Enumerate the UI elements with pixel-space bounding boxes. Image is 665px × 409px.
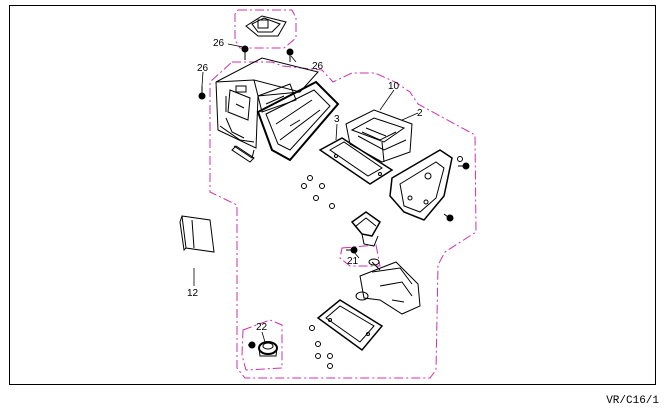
- callout-label: 22: [256, 322, 268, 333]
- callout-label: 3: [334, 114, 340, 125]
- nut-icon: [327, 353, 333, 359]
- callout-label: 10: [388, 81, 400, 92]
- side-cover-part: [256, 80, 340, 162]
- battery-box-part: [215, 57, 319, 163]
- nuts: [301, 156, 463, 369]
- fasteners: [198, 45, 470, 349]
- nut-icon: [307, 175, 313, 181]
- callout-label: 12: [187, 288, 199, 299]
- callout-label: 26: [312, 61, 324, 72]
- callout-label: 26: [213, 38, 225, 49]
- group-outlines: [209, 9, 477, 379]
- rubber-strap-part: [350, 211, 381, 247]
- bracket-plate-part: [389, 149, 453, 221]
- screw-icon: [241, 45, 249, 60]
- screw-icon: [286, 48, 294, 62]
- breather-duct-part: [355, 258, 421, 315]
- part-drawings: [179, 15, 453, 357]
- nut-icon: [329, 203, 335, 209]
- nut-icon: [315, 341, 321, 347]
- screw-icon: [443, 213, 454, 222]
- main-assembly-outline: [209, 61, 477, 379]
- top-gasket-outline: [234, 9, 297, 49]
- nut-icon: [309, 325, 315, 331]
- drawing-frame: [9, 5, 656, 385]
- tray-part: [345, 109, 413, 163]
- nut-icon: [301, 183, 307, 189]
- gasket-plate-part: [318, 137, 394, 185]
- nut-icon: [315, 353, 321, 359]
- screw-icon: [458, 162, 470, 170]
- leader-lines: [193, 43, 419, 343]
- cap-outline: [241, 319, 283, 371]
- mud-flap-part: [179, 215, 215, 253]
- top-rubber-piece: [245, 15, 287, 37]
- callout-label: 26: [197, 63, 209, 74]
- callout-labels: 26 26 26 10 2 3 12 21 22: [187, 38, 423, 333]
- screw-icon: [346, 246, 358, 254]
- callout-label: 2: [417, 108, 423, 119]
- callout-label: 21: [347, 256, 359, 267]
- screw-icon: [248, 341, 256, 349]
- filler-cap-part: [258, 341, 278, 357]
- nut-icon: [457, 156, 463, 162]
- nut-icon: [313, 195, 319, 201]
- nut-icon: [319, 183, 325, 189]
- page-reference: VR/C16/1: [606, 395, 659, 407]
- grommet-outline: [339, 244, 381, 267]
- screw-icon: [198, 86, 206, 100]
- lower-plate-part: [316, 299, 384, 352]
- nut-icon: [327, 363, 333, 369]
